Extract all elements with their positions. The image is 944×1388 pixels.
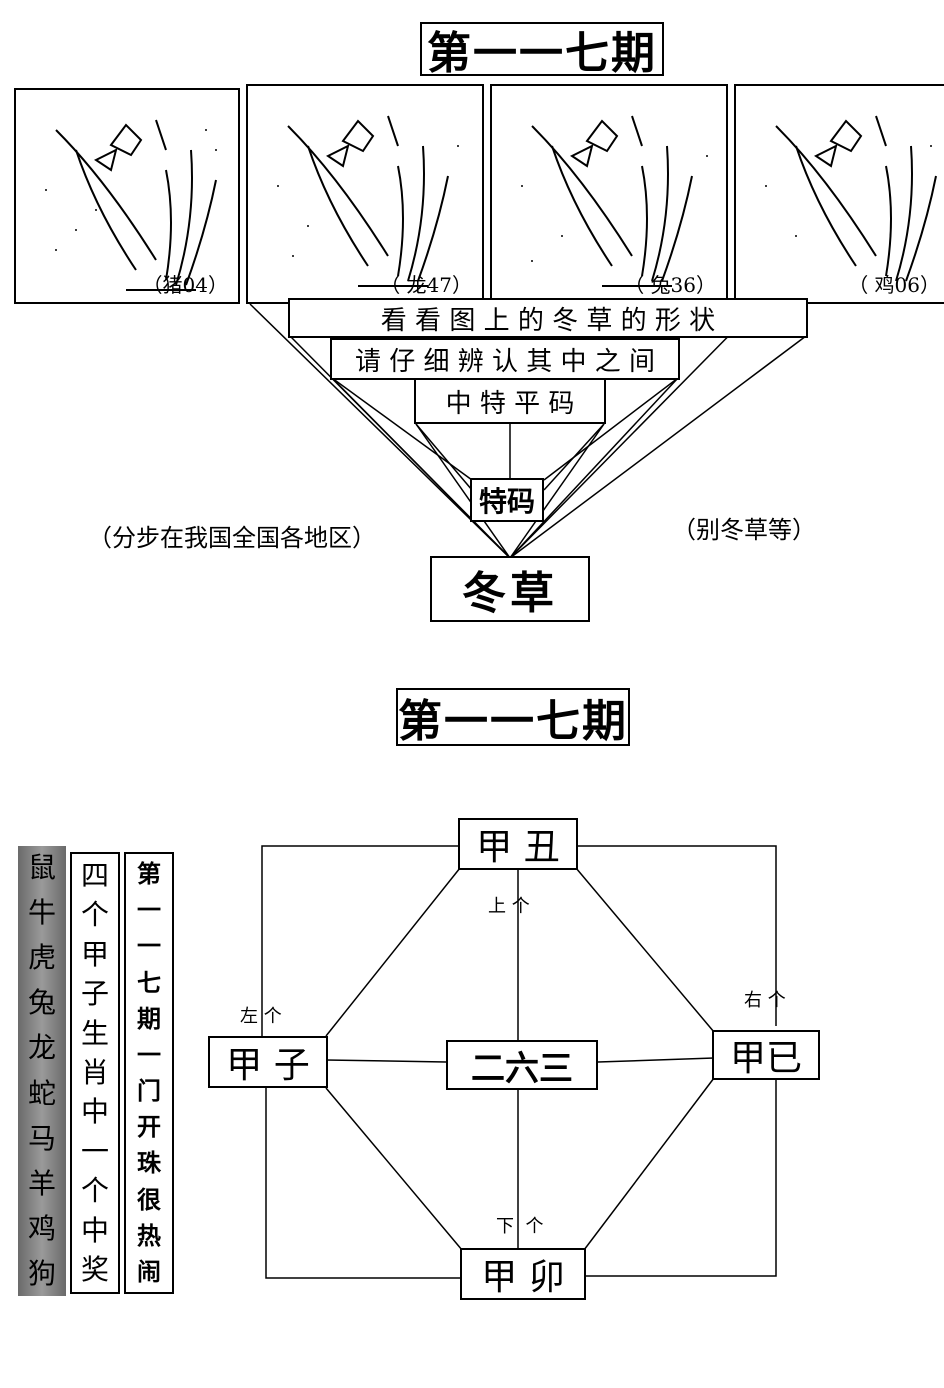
column-char: 热 [137, 1220, 161, 1250]
orchid-panel-2: （ 龙47） [246, 84, 484, 304]
jiazi-column: 四 个 甲 子 生 肖 中 一 个 中 奖 [70, 852, 120, 1294]
column-char: 一 [137, 931, 161, 961]
column-char: 奖 [80, 1252, 109, 1286]
zodiac-char: 鼠 [27, 851, 56, 884]
note-left: （分步在我国全国各地区） [88, 524, 376, 552]
clue-line-1: 看 看 图 上 的 冬 草 的 形 状 [288, 298, 808, 338]
node-right: 甲已 [712, 1030, 820, 1080]
zodiac-char: 羊 [27, 1166, 56, 1200]
orchid-panel-4: （ 鸡06） [734, 84, 944, 304]
column-char: 四 [80, 859, 109, 892]
orchid-image [521, 115, 708, 287]
label-left: 左 个 [240, 1006, 282, 1027]
column-char: 生 [80, 1016, 109, 1050]
zodiac-char: 狗 [27, 1256, 56, 1290]
zodiac-column: 鼠 牛 虎 兔 龙 蛇 马 羊 鸡 狗 [18, 846, 66, 1296]
node-center: 二六三 [446, 1040, 598, 1090]
column-char: 一 [137, 1039, 161, 1069]
column-char: 一 [137, 895, 161, 925]
column-char: 珠 [137, 1148, 161, 1178]
section2-title: 第一一七期 [396, 688, 630, 747]
node-bottom: 甲 卯 [460, 1248, 586, 1300]
tema-box: 特码 [470, 478, 544, 522]
label-up: 上 个 [488, 896, 530, 917]
zodiac-char: 马 [27, 1121, 56, 1155]
zodiac-char: 虎 [27, 941, 56, 975]
column-char: 个 [80, 898, 109, 932]
zodiac-char: 蛇 [27, 1076, 56, 1110]
panel-label: （ 兔36） [624, 273, 716, 297]
panel-label: （猪04） [142, 273, 228, 297]
column-char: 一 [80, 1134, 109, 1168]
column-char: 个 [80, 1174, 109, 1208]
label-right: 右 个 [744, 990, 786, 1011]
clue-line-2: 请 仔 细 辨 认 其 中 之 间 [330, 338, 680, 380]
orchid-panel-3: （ 兔36） [490, 84, 728, 304]
column-char: 第 [137, 859, 161, 888]
column-char: 期 [137, 1003, 161, 1033]
answer-box: 冬草 [430, 556, 590, 622]
column-char: 甲 [80, 937, 109, 971]
panel-label: （ 龙47） [380, 273, 472, 297]
column-char: 很 [137, 1184, 161, 1214]
orchid-image [45, 119, 217, 291]
column-char: 肖 [80, 1055, 109, 1089]
panel-label: （ 鸡06） [848, 273, 940, 297]
column-char: 门 [137, 1076, 161, 1106]
issue-column: 第 一 一 七 期 一 门 开 珠 很 热 闹 [124, 852, 174, 1294]
zodiac-char: 牛 [27, 896, 56, 930]
note-right: （别冬草等） [672, 516, 816, 544]
clue-line-3: 中 特 平 码 [414, 378, 606, 424]
column-char: 中 [80, 1095, 109, 1129]
column-char: 七 [137, 967, 161, 997]
orchid-panel-1: （猪04） [14, 88, 240, 304]
zodiac-char: 鸡 [27, 1211, 56, 1245]
zodiac-char: 龙 [27, 1031, 56, 1065]
column-char: 开 [137, 1112, 161, 1142]
column-char: 子 [80, 977, 109, 1011]
zodiac-char: 兔 [27, 986, 56, 1020]
column-char: 中 [80, 1213, 109, 1247]
orchid-image [277, 115, 459, 287]
node-top: 甲 丑 [458, 818, 578, 870]
orchid-image [765, 115, 937, 282]
node-left: 甲 子 [208, 1036, 328, 1088]
column-char: 闹 [137, 1256, 161, 1286]
label-down: 下 个 [496, 1216, 544, 1237]
section1-title: 第一一七期 [420, 22, 664, 79]
